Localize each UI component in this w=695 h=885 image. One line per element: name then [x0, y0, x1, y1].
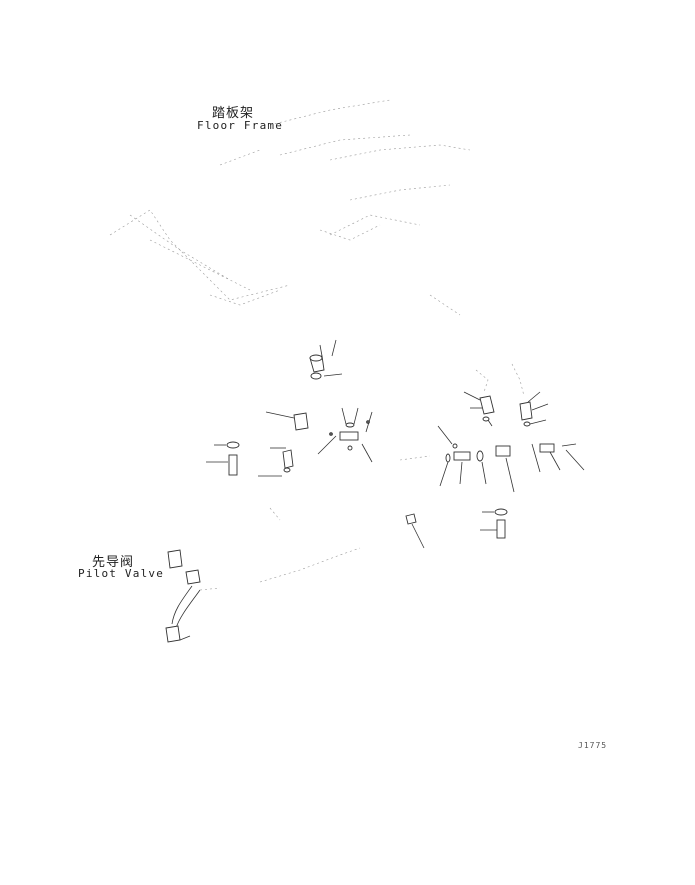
block-fitting-left	[258, 411, 309, 477]
pilot-valve-assembly	[165, 547, 361, 643]
floor-frame-outline	[109, 99, 471, 316]
fitting-row-right	[437, 425, 585, 493]
pilot-valve-label-cn: 先导阀	[92, 555, 135, 570]
drawing-code: J1775	[578, 741, 608, 750]
elbow-fitting-right-1	[463, 391, 495, 427]
small-plate	[405, 513, 425, 549]
elbow-fitting-right-2	[519, 391, 549, 427]
floor-frame-label-cn: 踏板架	[212, 106, 255, 121]
pilot-valve-label-en: Pilot Valve	[78, 567, 165, 580]
bolt-with-washer-left	[206, 441, 240, 476]
floor-frame-label-en: Floor Frame	[197, 119, 284, 132]
bolt-with-washer-lower	[480, 508, 508, 539]
elbow-fitting-upper	[309, 339, 343, 380]
tee-fitting-center	[317, 407, 373, 463]
hose-lines-right	[269, 363, 525, 521]
